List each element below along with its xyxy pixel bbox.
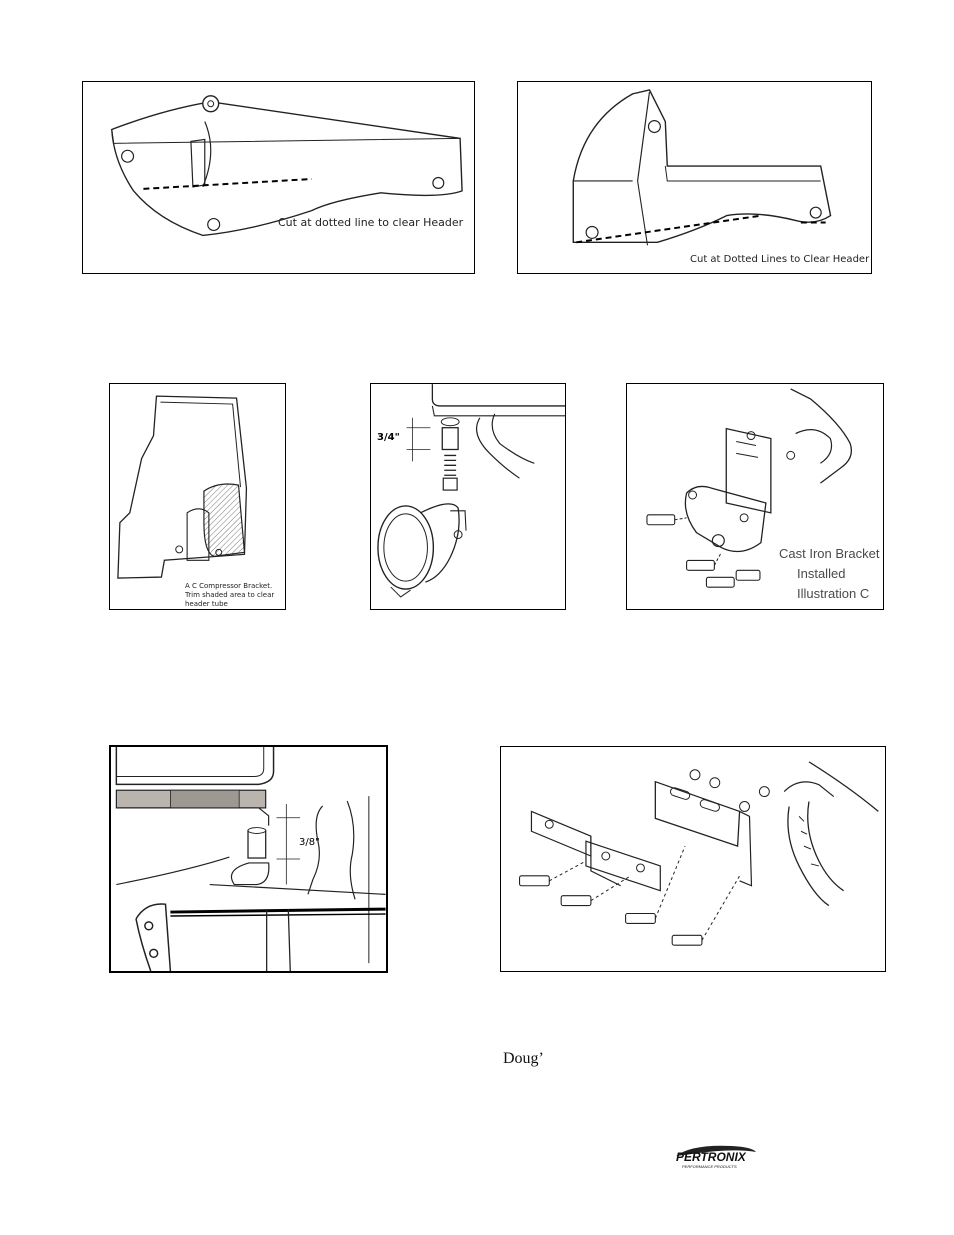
pertronix-logo-mark: PERTRONIX PERFORMANCE PRODUCTS [676, 1145, 756, 1169]
ac-bracket-caption: A C Compressor Bracket. Trim shaded area… [185, 582, 275, 608]
cast-iron-caption-line1: Cast Iron Bracket [779, 546, 880, 561]
figure-header-bracket: Cut at dotted line to clear Header [82, 81, 475, 274]
figure-steel-bracket [500, 746, 886, 972]
header-bracket-caption: Cut at dotted line to clear Header [278, 216, 464, 229]
cast-iron-bracket-drawing [646, 388, 853, 588]
ac-bracket-drawing [117, 395, 248, 579]
spacer-three-eighths-drawing [115, 747, 386, 971]
logo-text: PERTRONIX [676, 1150, 747, 1164]
figure-header-bracket-side: Cut at Dotted Lines to Clear Header [517, 81, 872, 274]
figure-cast-iron-bracket: Cast Iron Bracket Installed Illustration… [626, 383, 884, 610]
spacer-three-quarter-drawing [377, 384, 565, 598]
figure-ac-bracket: A C Compressor Bracket. Trim shaded area… [109, 383, 286, 610]
header-bracket-side-caption: Cut at Dotted Lines to Clear Header [690, 254, 870, 265]
pertronix-logo: PERTRONIX PERFORMANCE PRODUCTS [672, 1142, 758, 1172]
figure-spacer-three-quarter: 3/4" [370, 383, 566, 610]
spacer-three-eighths-label: 3/8" [299, 837, 320, 848]
cast-iron-caption-line3: Illustration C [797, 586, 870, 601]
author-text: Doug’ [503, 1050, 544, 1067]
header-bracket-drawing [111, 95, 463, 237]
cast-iron-caption: Cast Iron Bracket Installed Illustration… [779, 544, 883, 604]
spacer-three-quarter-label: 3/4" [377, 432, 400, 443]
cast-iron-caption-line2: Installed [797, 566, 846, 581]
logo-subtext: PERFORMANCE PRODUCTS [682, 1164, 737, 1169]
figure-spacer-three-eighths: 3/8" [109, 745, 388, 973]
header-bracket-side-drawing [572, 89, 832, 246]
steel-bracket-drawing [519, 761, 879, 946]
